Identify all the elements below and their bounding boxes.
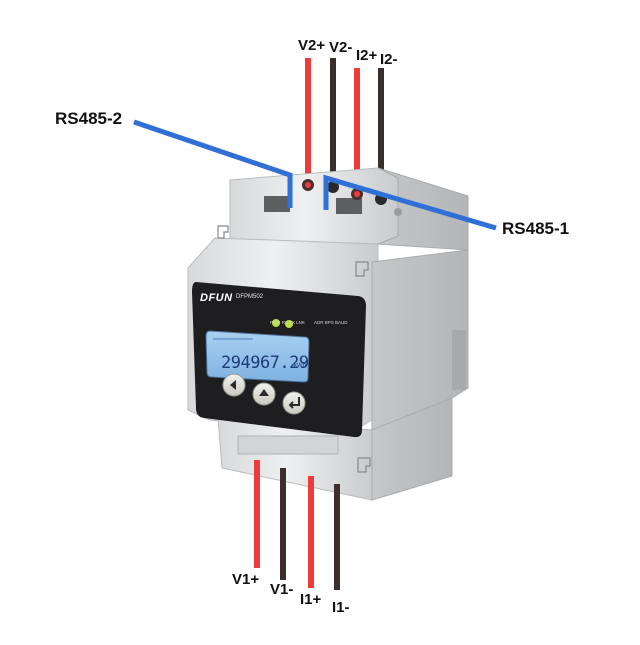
terminal-slot-top-left: [264, 196, 290, 212]
left-arrow-icon: [230, 380, 236, 390]
led-labels: PWR RX TX LNK: [270, 320, 305, 325]
wire-v2-minus: [330, 58, 336, 188]
housing-top-tier: [229, 167, 399, 245]
wire-i1-plus: [308, 476, 314, 588]
baud-label: ADR BPS BAUD: [314, 320, 348, 325]
din-clip-bottom-right: [357, 457, 371, 473]
up-button[interactable]: [252, 382, 276, 406]
rs485-cable: [133, 119, 497, 231]
din-clip-right: [355, 261, 369, 277]
housing-middle-side: [371, 249, 469, 431]
lcd-display: [205, 330, 310, 383]
terminal-screw-v2-minus: [327, 181, 339, 193]
brand-logo: DFUN: [200, 292, 233, 304]
label-i1-plus: I1+: [300, 591, 322, 608]
housing-bottom-side: [371, 397, 453, 501]
rs485-2-wire: [133, 119, 293, 208]
terminal-slot-top-right: [336, 198, 362, 214]
terminal-slot-bottom: [237, 435, 339, 455]
label-v2-minus: V2-: [329, 39, 353, 56]
din-clip-top-left: [217, 225, 229, 239]
up-arrow-icon: [259, 389, 269, 396]
lcd-unit: kWh: [294, 363, 306, 369]
label-i1-minus: I1-: [332, 599, 350, 616]
lcd-reading: 294967.29: [221, 353, 309, 373]
label-rs485-1: RS485-1: [502, 219, 570, 238]
top-wires: [305, 58, 384, 200]
enter-button[interactable]: [282, 391, 306, 415]
status-led-2: [285, 320, 293, 328]
wire-i1-minus: [334, 484, 340, 590]
model-number: DFPM502: [236, 294, 264, 300]
wire-i2-minus: [378, 68, 384, 200]
label-i2-plus: I2+: [356, 47, 378, 64]
rs485-1-wire: [323, 174, 497, 231]
wire-i2-plus: [354, 68, 360, 196]
wire-v1-minus: [280, 468, 286, 580]
label-rs485-2: RS485-2: [55, 109, 123, 128]
bottom-wires: [254, 460, 340, 590]
status-led-1: [272, 319, 280, 327]
wire-v1-plus: [254, 460, 260, 568]
wire-v2-plus: [305, 58, 311, 188]
label-v1-plus: V1+: [232, 571, 260, 588]
meter-housing: [187, 167, 469, 501]
label-i2-minus: I2-: [380, 51, 398, 68]
label-v2-plus: V2+: [298, 37, 326, 54]
enter-icon: [288, 397, 300, 409]
label-v1-minus: V1-: [270, 581, 294, 598]
left-button[interactable]: [222, 373, 246, 397]
